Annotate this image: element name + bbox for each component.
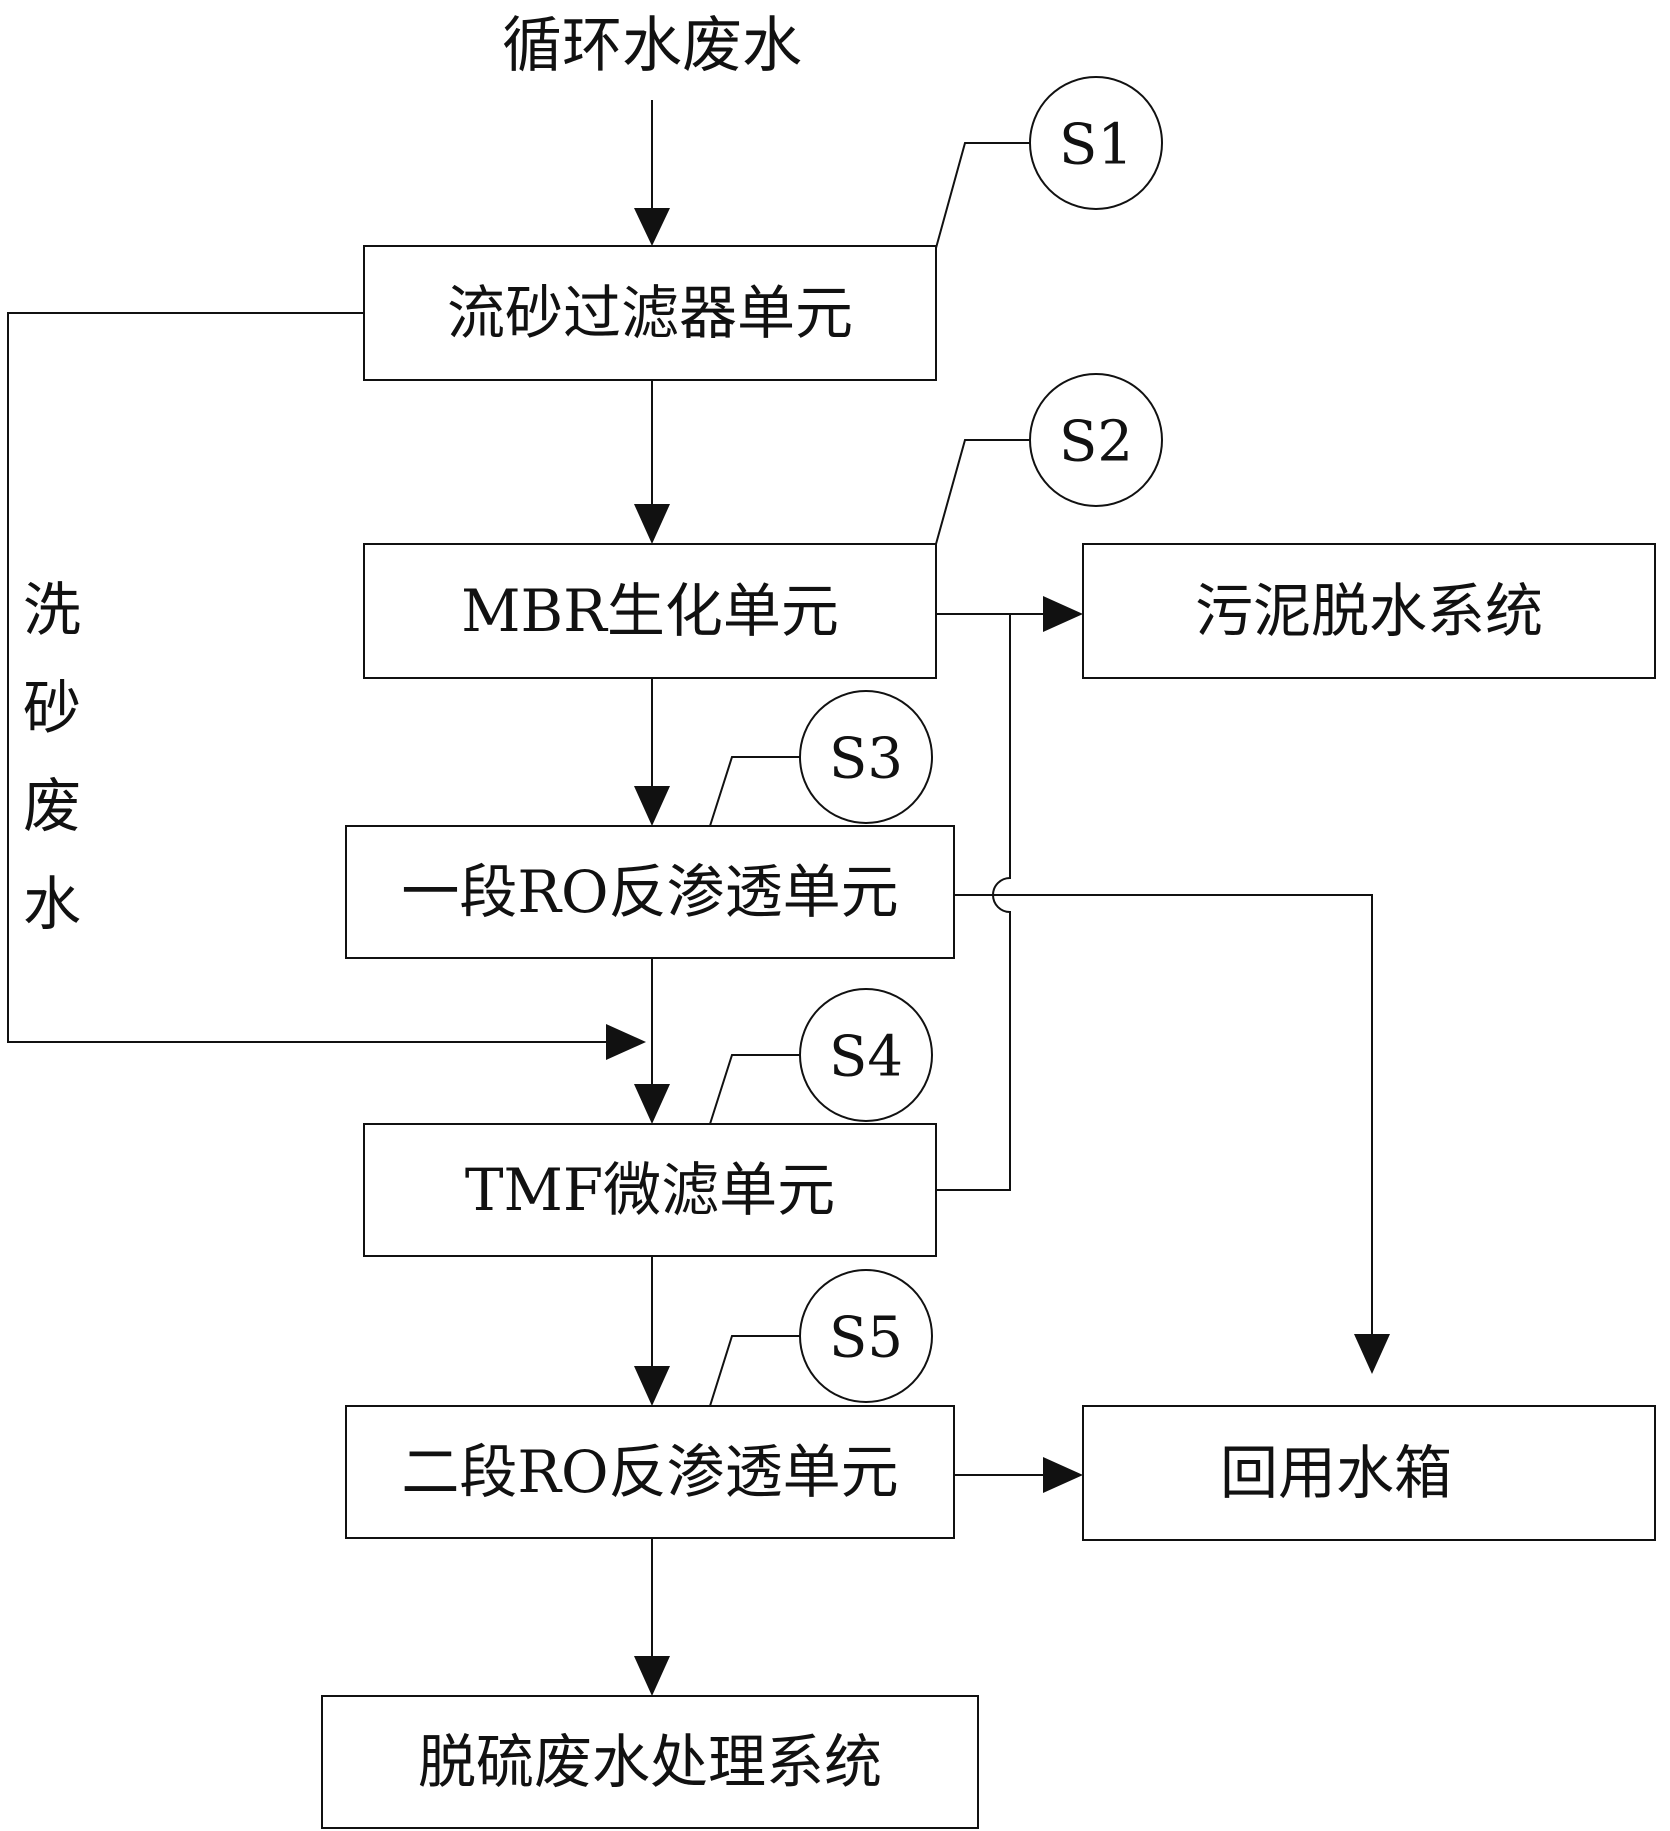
arrowhead-down-desulf bbox=[634, 1656, 670, 1696]
inflow-label: 循环水废水 bbox=[502, 11, 802, 81]
side-label-char-3: 废 bbox=[23, 772, 81, 840]
step-label-s2: S2 bbox=[1059, 410, 1133, 475]
step-label-s3: S3 bbox=[829, 727, 903, 792]
leader-s1 bbox=[935, 142, 1030, 249]
leader-s4 bbox=[709, 1054, 800, 1125]
node-tmf: TMF微滤单元 bbox=[363, 1123, 937, 1257]
arrowhead-down-ro1 bbox=[634, 786, 670, 826]
node-ro2: 二段RO反渗透单元 bbox=[345, 1405, 955, 1539]
arrowhead-down-tmf bbox=[634, 1084, 670, 1124]
step-label-s4: S4 bbox=[829, 1025, 903, 1090]
node-mbr-label: MBR生化单元 bbox=[461, 577, 839, 645]
side-label-char-1: 洗 bbox=[23, 576, 81, 644]
node-desulf-label: 脱硫废水处理系统 bbox=[418, 1728, 882, 1796]
node-sludge-label: 污泥脱水系统 bbox=[1195, 577, 1543, 645]
side-label-sand-wash: 洗 砂 废 水 bbox=[23, 576, 81, 938]
flow-arrowheads bbox=[606, 208, 1390, 1696]
node-ro2-label: 二段RO反渗透单元 bbox=[401, 1438, 898, 1506]
node-tmf-label: TMF微滤单元 bbox=[465, 1156, 835, 1224]
step-marker-s2: S2 bbox=[1029, 373, 1163, 507]
node-sand-filter-label: 流砂过滤器单元 bbox=[447, 279, 853, 347]
arrowhead-down-reuse-tank bbox=[1354, 1334, 1390, 1374]
side-label-char-4: 水 bbox=[23, 870, 81, 938]
leader-s3 bbox=[709, 756, 800, 827]
step-marker-s1: S1 bbox=[1029, 76, 1163, 210]
arrowhead-right-sludge bbox=[1043, 596, 1083, 632]
node-ro1: 一段RO反渗透单元 bbox=[345, 825, 955, 959]
step-marker-s3: S3 bbox=[799, 690, 933, 824]
connector-sand-wash-bypass bbox=[7, 312, 620, 1043]
node-reuse-tank-label: 回用水箱 bbox=[1220, 1439, 1452, 1507]
arrowhead-down-mbr bbox=[634, 504, 670, 544]
connector-tmf-to-sludge bbox=[936, 614, 1011, 1191]
step-marker-s5: S5 bbox=[799, 1269, 933, 1403]
leader-s5 bbox=[709, 1335, 800, 1407]
arrowhead-down-sand-filter bbox=[634, 208, 670, 246]
arrowhead-down-ro2 bbox=[634, 1366, 670, 1406]
node-mbr: MBR生化单元 bbox=[363, 543, 937, 679]
arrowhead-right-reuse-tank bbox=[1043, 1457, 1083, 1493]
node-reuse-tank: 回用水箱 bbox=[1082, 1405, 1656, 1541]
node-ro1-label: 一段RO反渗透单元 bbox=[401, 858, 898, 926]
step-label-s5: S5 bbox=[829, 1306, 903, 1371]
node-sand-filter: 流砂过滤器单元 bbox=[363, 245, 937, 381]
arrowhead-right-bypass bbox=[606, 1024, 646, 1060]
node-sludge-dewatering: 污泥脱水系统 bbox=[1082, 543, 1656, 679]
side-label-char-2: 砂 bbox=[23, 674, 81, 742]
connector-ro1-to-reuse-tank bbox=[954, 894, 1373, 1348]
leader-s2 bbox=[935, 439, 1030, 545]
step-label-s1: S1 bbox=[1059, 113, 1133, 178]
node-desulfurization: 脱硫废水处理系统 bbox=[321, 1695, 979, 1829]
step-marker-s4: S4 bbox=[799, 988, 933, 1122]
flow-connectors bbox=[7, 100, 1373, 1670]
